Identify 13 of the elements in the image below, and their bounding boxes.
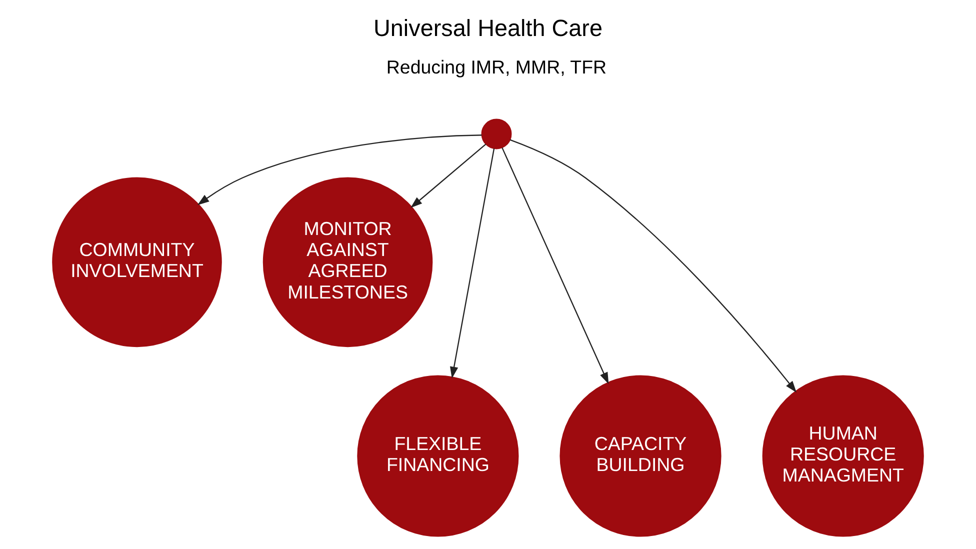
node-circle (481, 118, 512, 150)
node-circle: MONITOR AGAINST AGREED MILESTONES (262, 177, 433, 348)
diagram-title: Universal Health Care (374, 15, 602, 42)
arrow (450, 148, 495, 378)
arrow (410, 144, 486, 208)
node-circle: HUMAN RESOURCE MANAGMENT (762, 375, 924, 537)
node-circle: COMMUNITY INVOLVEMENT (52, 177, 222, 348)
node-circle: CAPACITY BUILDING (560, 375, 722, 537)
node-circle: FLEXIBLE FINANCING (357, 375, 519, 537)
arrow (197, 134, 482, 206)
arrow (502, 147, 609, 384)
label: Reducing IMR, MMR, TFR (386, 56, 607, 78)
arrow (510, 139, 797, 393)
